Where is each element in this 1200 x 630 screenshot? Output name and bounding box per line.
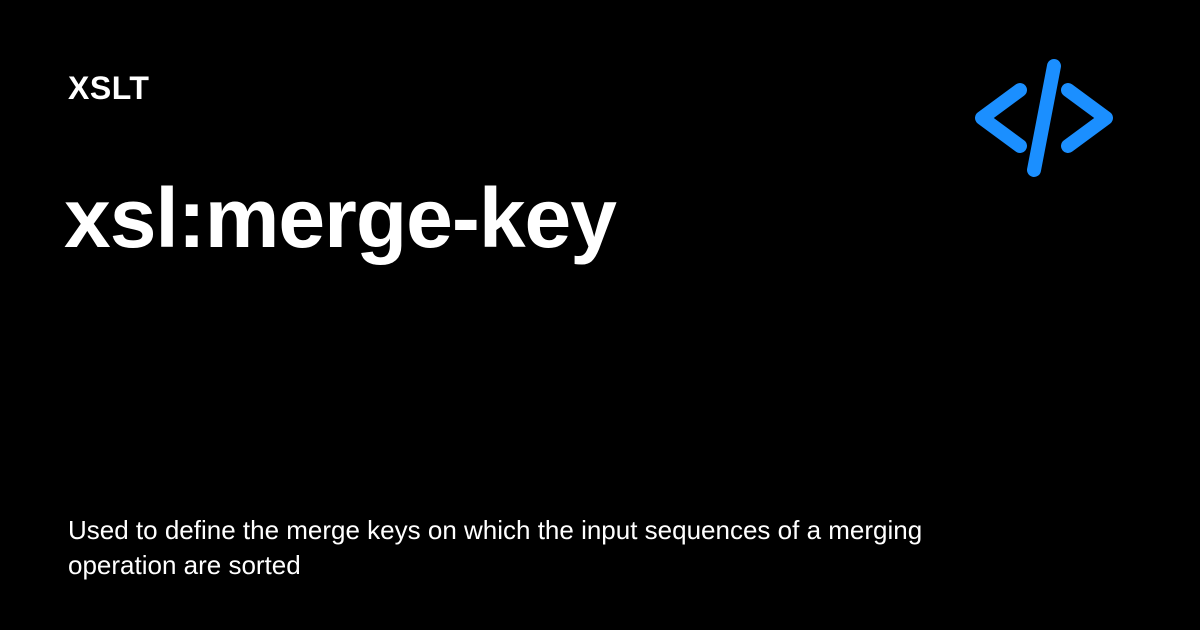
code-brackets-icon	[966, 56, 1122, 180]
page-title: xsl:merge-key	[64, 171, 617, 265]
category-label: XSLT	[68, 70, 150, 106]
description-text: Used to define the merge keys on which t…	[68, 515, 923, 580]
